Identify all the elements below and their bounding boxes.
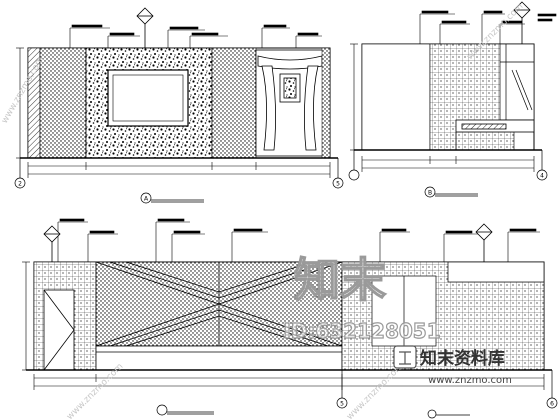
elevation-b-title-code: B [428, 190, 432, 197]
wall-a-window-curtain [255, 49, 325, 157]
elevation-a-annotations [69, 24, 322, 48]
watermark-id: ID:632128051 [283, 319, 440, 343]
wall-a-dotted-panel-right [211, 47, 257, 159]
wall-b-side-cabinet [499, 43, 535, 121]
axis-marker-b-right [536, 150, 548, 181]
wall-b-desk [455, 119, 535, 150]
elevation-a: 2 5 A [14, 7, 344, 204]
watermark-logo-icon [393, 345, 417, 369]
watermark-brand-small: 知末资料库 [419, 348, 505, 369]
axis-marker-c-right-label: 6 [550, 401, 554, 408]
elevation-c-dimensions [33, 374, 545, 390]
elevation-b-dimensions [361, 156, 535, 172]
axis-marker-a-right-label: 5 [336, 181, 340, 188]
section-marker-top-b [513, 1, 531, 44]
axis-marker-c-left-label: 5 [340, 401, 344, 408]
wall-c-counter [95, 345, 343, 371]
elevation-c-height-dimension [22, 261, 30, 371]
section-marker-top-a [136, 7, 154, 48]
axis-marker-b-left [348, 150, 360, 181]
axis-marker-c-right [546, 370, 558, 409]
elevation-a-title-code: A [144, 196, 149, 203]
watermark-brand-large: 知末 [294, 253, 386, 307]
axis-marker-a-left-label: 2 [18, 181, 22, 188]
elevation-c-annotations [57, 218, 540, 262]
axis-marker-c-left [336, 370, 348, 409]
elevation-a-dimensions [27, 162, 331, 178]
elevation-b-annotations [419, 10, 557, 44]
elevation-d-title-symbol [427, 409, 470, 419]
section-marker-top-c [43, 223, 493, 262]
elevation-b-title-symbol [424, 186, 478, 198]
axis-marker-a-right [332, 158, 344, 189]
wall-b-plain-panel [361, 43, 431, 151]
wall-a-dotted-panel-left [39, 47, 87, 159]
elevation-c-title-symbol [156, 404, 214, 416]
wall-c-right-cabinet [371, 261, 545, 347]
watermark-site: www.znzmo.com [428, 375, 512, 386]
elevation-b-height-dimension [350, 43, 358, 151]
elevation-c: 5 6 [22, 218, 558, 419]
wall-c-door [43, 289, 75, 371]
axis-marker-a-left [14, 158, 26, 189]
elevation-a-title-symbol [140, 192, 204, 204]
axis-marker-b-right-label: 4 [540, 173, 544, 180]
elevation-b: 4 B [348, 1, 557, 198]
wall-c-x-pattern [95, 261, 343, 347]
